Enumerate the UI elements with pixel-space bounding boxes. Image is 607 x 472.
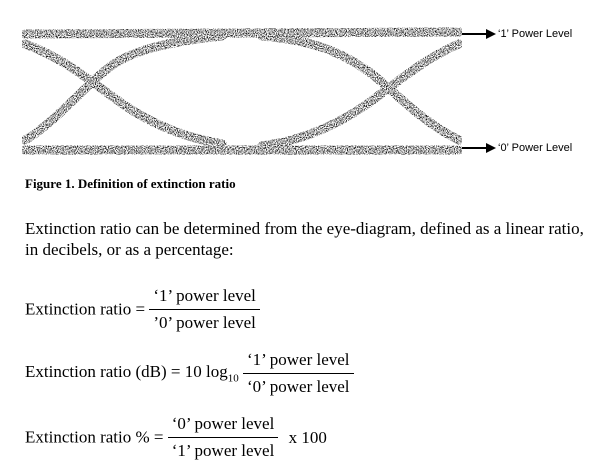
eye-rising-trace-left [22,31,227,145]
intro-paragraph: Extinction ratio can be determined from … [25,219,584,259]
equation-percent-denominator: ‘1’ power level [171,441,275,460]
equation-db: Extinction ratio (dB) = 10 log10 ‘1’ pow… [25,350,354,397]
equation-linear-denominator: ’0’ power level [153,313,256,332]
eye-top-rail [22,27,462,39]
equation-linear-numerator: ‘1’ power level [149,286,260,310]
equation-db-log-base: 10 [227,372,239,385]
level-zero-arrow [462,143,496,153]
equation-db-lhs-text: Extinction ratio (dB) = 10 log [25,362,228,382]
equation-db-denominator: ‘0’ power level [246,377,350,396]
equation-linear-fraction: ‘1’ power level ’0’ power level [149,286,260,333]
eye-rising-trace-right [257,39,462,151]
level-one-label: ‘1’ Power Level [498,28,573,40]
level-zero-label: ‘0’ Power Level [498,142,573,154]
equation-percent-numerator: ‘0’ power level [167,414,279,438]
eye-diagram [22,27,462,155]
eye-falling-trace-left [22,39,227,149]
level-one-arrow [462,29,496,39]
equation-db-lhs: Extinction ratio (dB) = 10 log10 [25,362,239,384]
equation-db-fraction: ‘1’ power level ‘0’ power level [242,350,354,397]
figure-caption: Figure 1. Definition of extinction ratio [25,176,236,191]
equation-db-numerator: ‘1’ power level [242,350,354,374]
equation-percent: Extinction ratio % = ‘0’ power level ‘1’… [25,414,327,461]
equation-percent-fraction: ‘0’ power level ‘1’ power level [167,414,279,461]
equation-percent-lhs: Extinction ratio % = [25,427,164,447]
eye-falling-trace-right [257,31,462,145]
equation-linear-lhs: Extinction ratio = [25,299,146,319]
equation-linear: Extinction ratio = ‘1’ power level ’0’ p… [25,286,260,333]
equation-percent-suffix: x 100 [288,427,327,447]
